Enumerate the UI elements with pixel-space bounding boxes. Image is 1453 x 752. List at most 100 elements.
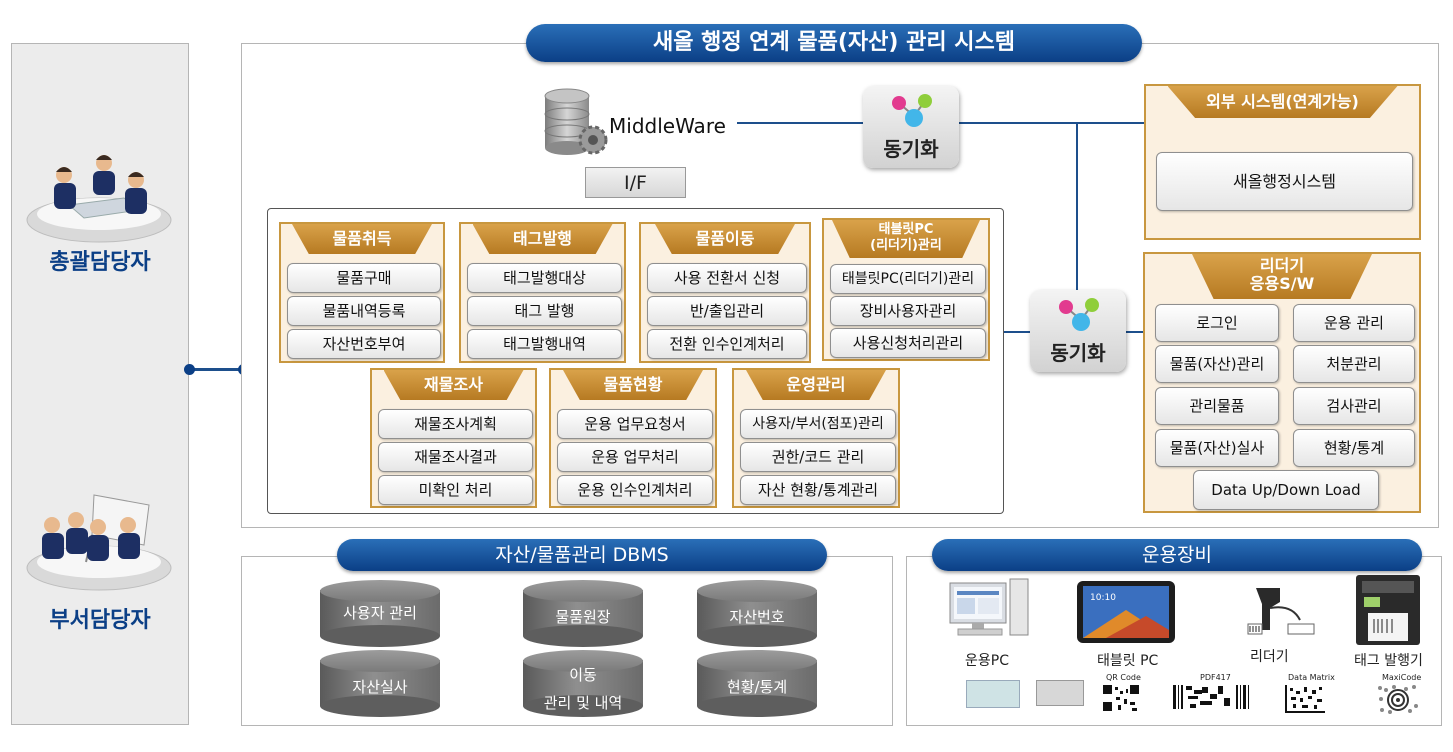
tablet-icon: 10:10	[1077, 581, 1175, 643]
group-status: 물품현황 운용 업무요청서 운용 업무처리 운용 인수인계처리	[549, 368, 717, 508]
menu-item[interactable]: 재물조사계획	[378, 409, 533, 439]
db-label: 관리 및 내역	[543, 694, 623, 712]
group-inventory-survey: 재물조사 재물조사계획 재물조사결과 미확인 처리	[370, 368, 537, 508]
maxicode-icon	[1376, 684, 1420, 716]
reader-item[interactable]: 검사관리	[1293, 387, 1415, 425]
line-vertical-sync	[1076, 122, 1078, 292]
reader-item[interactable]: 처분관리	[1293, 345, 1415, 383]
dbms-title: 자산/물품관리 DBMS	[337, 539, 827, 571]
database-server-icon	[544, 88, 608, 155]
group-title: 태블릿PC (리더기)관리	[832, 220, 980, 258]
menu-item[interactable]: 장비사용자관리	[830, 296, 986, 326]
group-title: 운영관리	[746, 370, 886, 400]
reader-item[interactable]: 물품(자산)관리	[1155, 345, 1279, 383]
sync-box-top: 동기화	[863, 86, 959, 168]
menu-item[interactable]: 태블릿PC(리더기)관리	[830, 264, 986, 294]
group-title: 태그발행	[472, 224, 613, 254]
menu-item[interactable]: 태그발행대상	[467, 263, 622, 293]
sync-label-middle: 동기화	[1050, 341, 1106, 365]
group-tablet: 태블릿PC (리더기)관리 태블릿PC(리더기)관리 장비사용자관리 사용신청처…	[822, 218, 990, 361]
menu-item[interactable]: 태그발행내역	[467, 329, 622, 359]
user-connector	[189, 368, 245, 371]
db-label: 물품원장	[555, 608, 611, 626]
reader-title-line1: 리더기	[1259, 256, 1305, 275]
data-updown-button[interactable]: Data Up/Down Load	[1193, 470, 1379, 510]
pdf417-icon	[1172, 684, 1250, 710]
barcode-type-label: QR Code	[1106, 673, 1141, 682]
menu-item[interactable]: 권한/코드 관리	[740, 442, 896, 472]
db-cylinder: 물품원장	[523, 580, 643, 647]
if-box: I/F	[585, 167, 686, 198]
molecule-icon	[892, 94, 932, 127]
sync-label-top: 동기화	[883, 137, 939, 161]
group-tag-issue: 태그발행 태그발행대상 태그 발행 태그발행내역	[459, 222, 626, 363]
group-acquisition: 물품취득 물품구매 물품내역등록 자산번호부여	[279, 222, 445, 363]
menu-item[interactable]: 태그 발행	[467, 296, 622, 326]
device-label: 태블릿 PC	[1097, 653, 1159, 669]
external-title: 외부 시스템(연계가능)	[1167, 86, 1398, 118]
reader-item[interactable]: 운용 관리	[1293, 304, 1415, 342]
reader-item[interactable]: 물품(자산)실사	[1155, 429, 1279, 467]
group-title: 재물조사	[383, 370, 524, 400]
db-cylinder: 자산실사	[320, 650, 440, 717]
menu-item[interactable]: 반/출입관리	[647, 296, 807, 326]
barcode-scanner-icon	[1247, 588, 1315, 635]
menu-item[interactable]: 사용자/부서(점포)관리	[740, 409, 896, 439]
menu-item[interactable]: 사용 전환서 신청	[647, 263, 807, 293]
barcode-type-label: PDF417	[1200, 673, 1231, 682]
menu-item[interactable]: 전환 인수인계처리	[647, 329, 807, 359]
db-label: 자산번호	[729, 608, 785, 626]
external-system-box: 외부 시스템(연계가능) 새올행정시스템	[1144, 84, 1421, 240]
manager-group-icon	[26, 155, 172, 243]
db-label: 이동	[569, 666, 597, 684]
reader-item[interactable]: 관리물품	[1155, 387, 1279, 425]
reader-title-line2: 응용S/W	[1249, 274, 1315, 293]
reader-item[interactable]: 현황/통계	[1293, 429, 1415, 467]
menu-item[interactable]: 물품구매	[287, 263, 441, 293]
molecule-icon	[1059, 298, 1099, 331]
db-label: 사용자 관리	[343, 604, 417, 622]
db-cylinder: 현황/통계	[697, 650, 817, 717]
menu-item[interactable]: 운용 업무처리	[557, 442, 713, 472]
middleware-label: MiddleWare	[609, 114, 726, 138]
group-title: 물품이동	[655, 224, 795, 254]
sync-box-middle: 동기화	[1030, 290, 1126, 372]
barcode-type-label: Data Matrix	[1288, 673, 1335, 682]
menu-item[interactable]: 미확인 처리	[378, 475, 533, 505]
group-transfer: 물품이동 사용 전환서 신청 반/출입관리 전환 인수인계처리	[639, 222, 811, 363]
menu-item[interactable]: 운용 인수인계처리	[557, 475, 713, 505]
group-title: 물품현황	[563, 370, 703, 400]
reader-item[interactable]: 로그인	[1155, 304, 1279, 342]
bottom-user-label: 부서담당자	[49, 608, 151, 633]
group-operations: 운영관리 사용자/부서(점포)관리 권한/코드 관리 자산 현황/통계관리	[732, 368, 900, 508]
menu-item[interactable]: 운용 업무요청서	[557, 409, 713, 439]
line-left-sync	[1003, 331, 1031, 333]
device-label: 리더기	[1250, 649, 1289, 665]
desktop-pc-icon	[949, 578, 1029, 636]
reader-app-title: 리더기 응용S/W	[1192, 254, 1372, 299]
connector-dot-left	[184, 364, 195, 375]
department-group-icon	[26, 494, 172, 591]
db-label: 현황/통계	[726, 678, 788, 696]
db-cylinder: 이동 관리 및 내역	[523, 650, 643, 717]
rfid-card-icon	[966, 680, 1020, 708]
group-title: 물품취득	[292, 224, 432, 254]
system-title: 새올 행정 연계 물품(자산) 관리 시스템	[526, 24, 1142, 62]
reader-app-box: 리더기 응용S/W 로그인 운용 관리 물품(자산)관리 처분관리 관리물품 검…	[1143, 252, 1421, 513]
metal-tag-icon	[1036, 680, 1084, 706]
menu-item[interactable]: 자산번호부여	[287, 329, 441, 359]
external-system-item[interactable]: 새올행정시스템	[1156, 152, 1413, 211]
db-cylinder: 자산번호	[697, 580, 817, 647]
data-matrix-icon	[1284, 684, 1326, 714]
line-sync-reader	[1126, 331, 1144, 333]
tag-printer-icon	[1356, 575, 1420, 645]
group-title-line2: (리더기)관리	[870, 238, 942, 253]
device-label: 운용PC	[965, 653, 1009, 669]
menu-item[interactable]: 재물조사결과	[378, 442, 533, 472]
menu-item[interactable]: 자산 현황/통계관리	[740, 475, 896, 505]
device-label: 태그 발행기	[1354, 653, 1423, 669]
menu-item[interactable]: 사용신청처리관리	[830, 328, 986, 358]
db-label: 자산실사	[352, 678, 408, 696]
barcode-type-label: MaxiCode	[1382, 673, 1422, 682]
menu-item[interactable]: 물품내역등록	[287, 296, 441, 326]
